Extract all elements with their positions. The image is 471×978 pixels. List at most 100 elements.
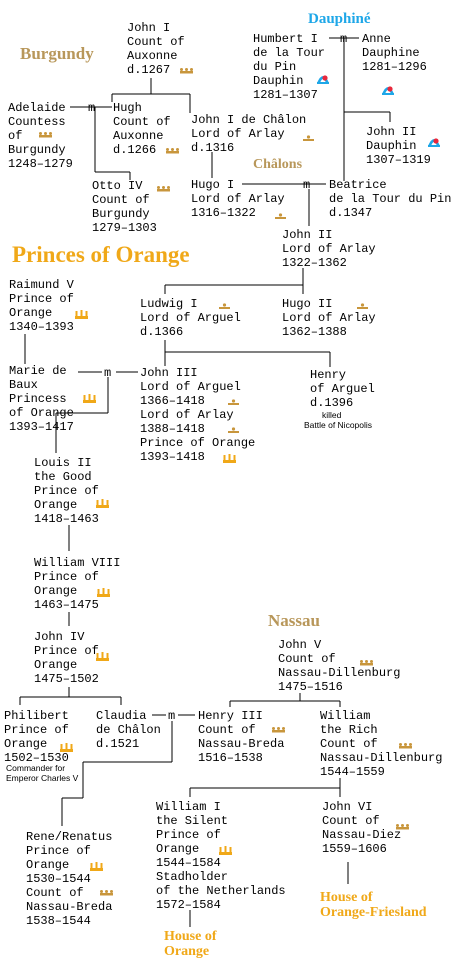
text-line: Count of (278, 652, 336, 666)
text-line: Hugo I (191, 178, 234, 192)
count-coronet-icon (272, 727, 285, 733)
text-line: Baux (9, 378, 38, 392)
text-line: Emperor Charles V (6, 773, 79, 783)
heading-princes-of-orange: Princes of Orange (12, 242, 190, 267)
text-line: Humbert I (253, 32, 318, 46)
text-line: Nassau-Breda (198, 737, 284, 751)
text-line: Orange (34, 658, 77, 672)
lord-coronet-icon (275, 213, 286, 219)
prince-crown-icon (75, 310, 88, 319)
text-line: Dauphin (253, 74, 303, 88)
text-line: Claudia (96, 709, 146, 723)
crown-icons (39, 68, 440, 896)
text-line: Prince of (34, 644, 99, 658)
text-line: John I (127, 21, 170, 35)
text-line: Lord of Arlay (191, 127, 285, 141)
text-line: de la Tour (253, 46, 325, 60)
text-line: the Rich (320, 723, 378, 737)
text-line: House of (164, 929, 217, 944)
text-line: John II (282, 228, 332, 242)
text-line: Anne (362, 32, 391, 46)
text-line: Rene/Renatus (26, 830, 112, 844)
prince-crown-icon (83, 394, 96, 403)
text-line: Princess (9, 392, 67, 406)
text-line: 1418–1463 (34, 512, 99, 526)
text-line: Nassau-Dillenburg (278, 666, 400, 680)
text-line: Orange (9, 306, 52, 320)
text-line: House of (320, 890, 373, 905)
lord-coronet-icon (303, 135, 314, 141)
text-line: 1393–1418 (140, 450, 205, 464)
text-line: 1475–1516 (278, 680, 343, 694)
text-line: Raimund V (9, 278, 75, 292)
text-line: de la Tour du Pin (329, 192, 451, 206)
text-line: Count of (26, 886, 84, 900)
heading-burgundy: Burgundy (20, 44, 94, 63)
text-line: 1538–1544 (26, 914, 91, 928)
text-line: Adelaide (8, 101, 66, 115)
text-line: William VIII (34, 556, 120, 570)
text-line: 1559–1606 (322, 842, 387, 856)
text-line: 1307–1319 (366, 153, 431, 167)
count-coronet-icon (399, 743, 412, 749)
text-line: Burgundy (8, 143, 66, 157)
text-line: Auxonne (127, 49, 177, 63)
text-line: Countess (8, 115, 66, 129)
dauphin-crown-icon (382, 86, 394, 95)
count-coronet-icon (180, 68, 193, 74)
text-line: Dauphine (362, 46, 420, 60)
text-line: Philibert (4, 709, 69, 723)
count-coronet-icon (360, 660, 373, 666)
count-coronet-icon (396, 824, 409, 830)
text-line: Auxonne (113, 129, 163, 143)
text-line: Orange (156, 842, 199, 856)
text-line: John VI (322, 800, 372, 814)
prince-crown-icon (223, 454, 236, 463)
text-line: Prince of (34, 484, 99, 498)
count-coronet-icon (100, 890, 113, 896)
text-line: Orange (34, 498, 77, 512)
text-line: 1281–1296 (362, 60, 427, 74)
prince-crown-icon (90, 862, 103, 871)
text-line: Henry III (198, 709, 263, 723)
text-line: 1530–1544 (26, 872, 91, 886)
marriage-symbol: m (104, 366, 111, 380)
text-line: 1388–1418 (140, 422, 205, 436)
text-line: Lord of Arguel (140, 311, 241, 325)
text-line: of Orange (9, 406, 74, 420)
text-line: Lord of Arguel (140, 380, 241, 394)
text-line: Prince of (156, 828, 221, 842)
text-line: John IV (34, 630, 85, 644)
dauphin-crown-icon (317, 75, 329, 84)
text-line: of (8, 129, 22, 143)
text-line: Lord of Arlay (282, 242, 376, 256)
dauphin-crown-icon (428, 138, 440, 147)
lord-coronet-icon (219, 303, 230, 309)
text-line: Nassau-Breda (26, 900, 112, 914)
text-line: Henry (310, 368, 346, 382)
text-line: 1463–1475 (34, 598, 99, 612)
text-line: Commander for (6, 763, 65, 773)
text-line: 1475–1502 (34, 672, 99, 686)
text-line: Orange (4, 737, 47, 751)
text-line: Prince of (4, 723, 69, 737)
text-line: Count of (113, 115, 171, 129)
text-line: 1502–1530 (4, 751, 69, 765)
